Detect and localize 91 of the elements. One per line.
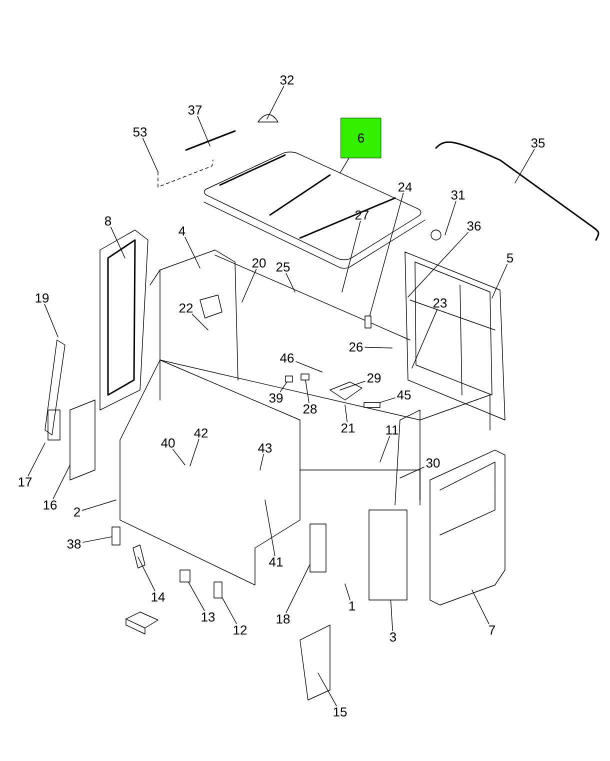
part-outline: [300, 374, 310, 380]
callout-number: 42: [194, 428, 208, 438]
callout-number: 4: [178, 226, 186, 236]
leader-line: [82, 500, 116, 511]
callout-number: 20: [252, 258, 266, 268]
part-outline: [364, 316, 372, 328]
callout-number: 1: [349, 602, 355, 610]
leader-line: [266, 86, 284, 120]
callout-number: 19: [36, 293, 49, 303]
callout-number: 7: [489, 626, 495, 634]
callout-number: 26: [349, 342, 363, 352]
leader-line: [296, 361, 322, 372]
part-outline: [364, 402, 380, 408]
part-outline: [285, 376, 293, 382]
callout-number: 14: [152, 592, 165, 602]
leader-line: [222, 598, 237, 624]
leader-line: [197, 116, 210, 146]
callout-number: 24: [398, 182, 412, 192]
callout-number: 13: [202, 612, 215, 622]
callout-number: 32: [280, 75, 294, 85]
leader-line: [408, 232, 468, 298]
callout-number: 41: [269, 558, 283, 566]
leader-line: [172, 448, 186, 466]
part-outline: [214, 582, 222, 598]
leader-line: [44, 304, 58, 338]
leader-line: [52, 464, 70, 500]
callout-number: 16: [44, 500, 57, 510]
callout-number: 11: [386, 426, 398, 434]
callout-number: 17: [18, 478, 32, 486]
callout-number: 37: [188, 105, 202, 115]
leader-line: [344, 404, 348, 422]
leader-line: [264, 500, 276, 556]
leader-line: [472, 590, 490, 624]
leader-line: [188, 582, 205, 612]
leader-line: [318, 672, 337, 706]
leader-line: [82, 536, 112, 543]
callout-number: 29: [367, 373, 381, 383]
callout-number: 31: [451, 190, 465, 200]
part-outline: [180, 570, 190, 582]
callout-number: 43: [258, 443, 272, 453]
leader-line: [380, 436, 390, 462]
leader-line: [260, 454, 264, 470]
leader-line: [286, 272, 296, 292]
callout-number: 35: [531, 138, 545, 148]
leader-line: [192, 314, 208, 330]
leader-line: [444, 200, 456, 236]
callout-number: 45: [397, 390, 411, 400]
leader-line: [190, 438, 200, 466]
callout-number: 21: [341, 423, 355, 433]
leader-line: [110, 226, 126, 258]
leader-line: [28, 442, 46, 476]
part-outline: [310, 524, 326, 572]
leader-line: [184, 236, 200, 268]
leader-line: [344, 584, 350, 600]
leader-line: [390, 600, 393, 632]
callout-number: 40: [161, 438, 175, 448]
leader-line: [142, 138, 158, 172]
callout-number: 15: [334, 707, 347, 717]
callout-number: 12: [234, 625, 247, 635]
callout-number: 22: [179, 303, 193, 313]
leader-line: [342, 220, 361, 292]
leader-line: [369, 192, 404, 316]
leader-line: [280, 382, 288, 392]
leader-line: [514, 148, 535, 184]
leader-line: [305, 380, 310, 404]
callout-number: 53: [133, 127, 147, 137]
callout-number: 18: [276, 614, 290, 624]
leader-line: [286, 564, 310, 614]
callout-number: 25: [276, 262, 290, 272]
leader-line: [138, 556, 156, 592]
leader-line: [242, 268, 257, 302]
leader-line: [400, 466, 424, 478]
highlighted-callout-box: 6: [340, 118, 382, 158]
part-outline: [112, 526, 120, 546]
callout-number: 5: [506, 253, 514, 263]
leader-line: [364, 346, 392, 348]
callout-number: 3: [390, 632, 396, 642]
callout-number: 28: [303, 404, 317, 414]
callout-number: 38: [67, 539, 81, 549]
callout-number: 2: [74, 507, 80, 517]
leader-line: [380, 397, 396, 403]
callout-number: 39: [269, 393, 283, 403]
part-outline: [368, 510, 408, 600]
callout-number: 46: [280, 353, 294, 363]
leader-line: [340, 158, 350, 174]
callout-number: 30: [426, 458, 440, 468]
callout-number: 8: [104, 216, 112, 226]
leader-line: [412, 308, 438, 368]
leader-line: [492, 264, 508, 298]
callout-number: 23: [433, 298, 447, 308]
callout-number: 36: [467, 221, 481, 231]
